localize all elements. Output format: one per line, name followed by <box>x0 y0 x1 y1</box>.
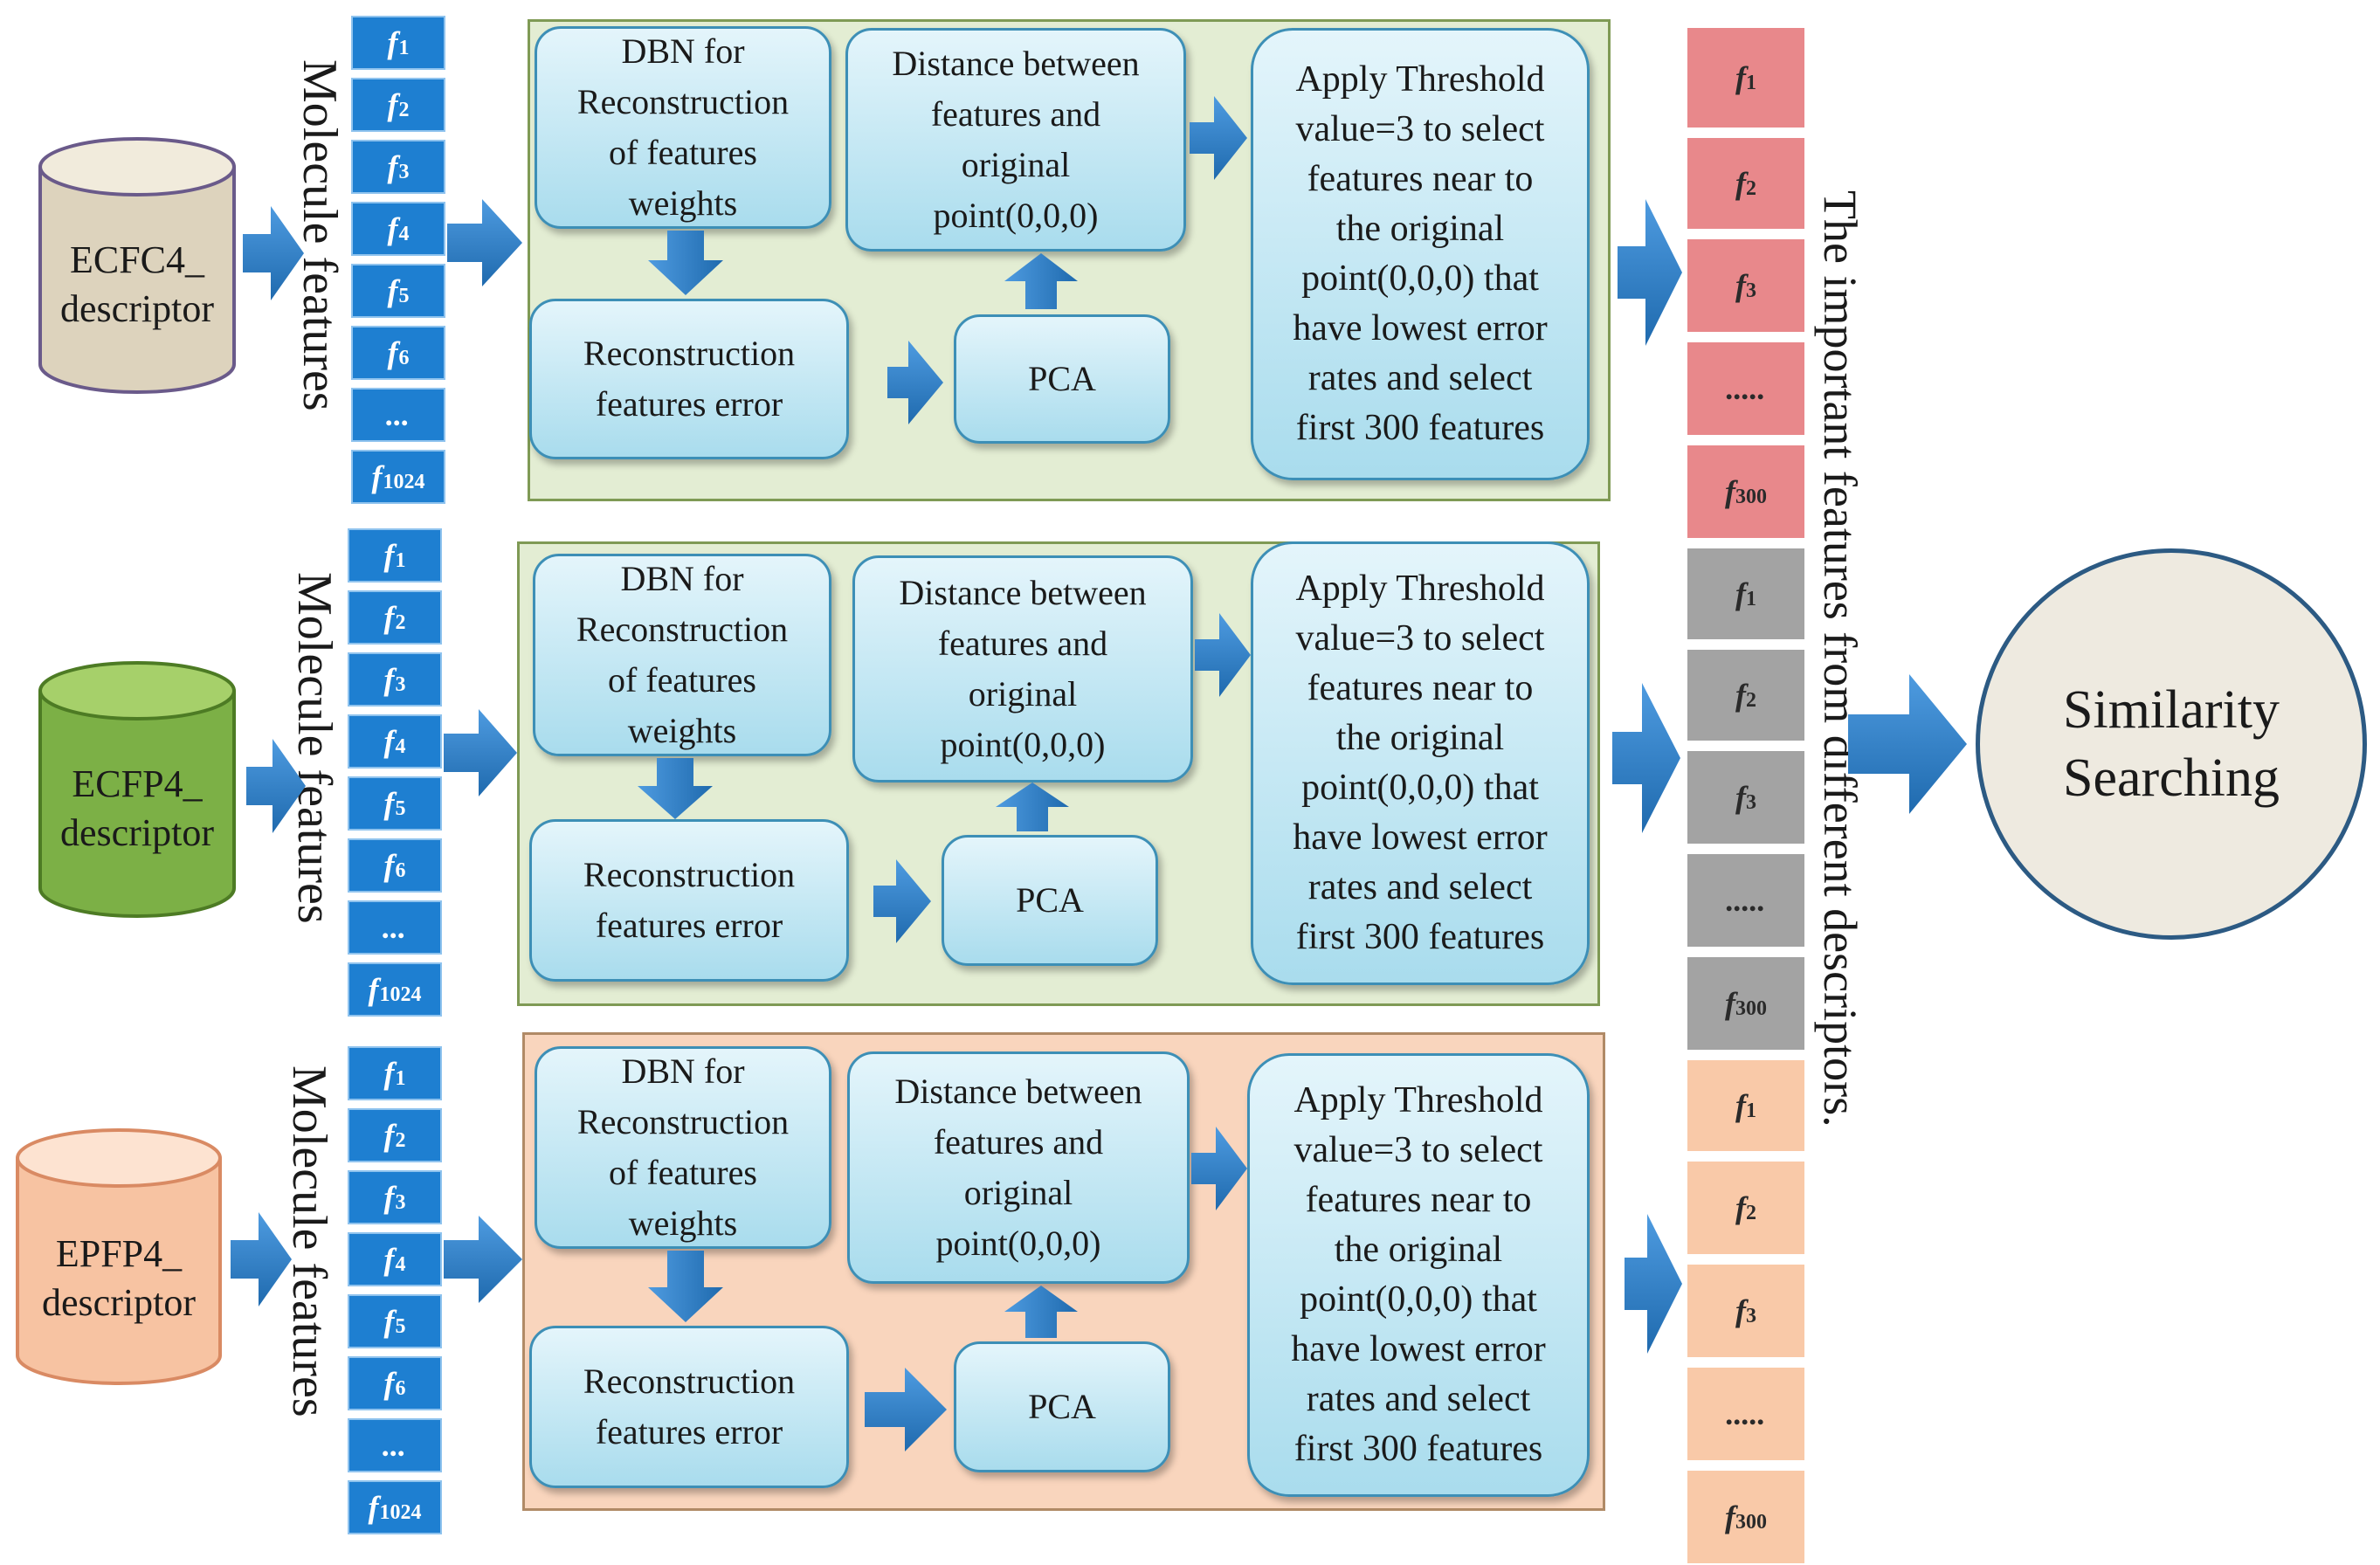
arrow-right-icon <box>246 739 306 833</box>
arrow-up-icon <box>1004 1286 1078 1338</box>
descriptor-label: EPFP4_ descriptor <box>42 1232 196 1324</box>
pca-box: PCA <box>954 314 1170 444</box>
arrow-up-icon <box>996 782 1069 831</box>
descriptor-cylinder-ecfc4: ECFC4_ descriptor <box>37 135 238 397</box>
arrow-right-icon <box>1625 1214 1682 1354</box>
arrow-right-icon <box>243 206 304 300</box>
pca-box: PCA <box>942 835 1158 966</box>
dbn-box: DBN for Reconstruction of features weigh… <box>535 1046 831 1249</box>
arrow-right-icon <box>1195 613 1251 697</box>
arrow-right-icon <box>444 709 517 796</box>
arrow-right-icon <box>444 1216 522 1303</box>
threshold-box: Apply Threshold value=3 to select featur… <box>1251 541 1590 985</box>
arrow-right-icon <box>1190 96 1247 180</box>
distance-box: Distance between features and original p… <box>845 28 1186 252</box>
threshold-box: Apply Threshold value=3 to select featur… <box>1251 28 1590 480</box>
arrow-right-icon <box>1848 674 1967 814</box>
arrow-right-icon <box>1191 1127 1247 1210</box>
arrow-right-icon <box>231 1212 292 1306</box>
arrow-down-icon <box>638 758 713 819</box>
descriptor-label: ECFC4_ descriptor <box>60 238 214 330</box>
arrow-right-icon <box>1618 199 1682 346</box>
output-cell: ..... <box>1686 341 1806 437</box>
arrow-right-icon <box>865 1368 947 1451</box>
descriptor-label: ECFP4_ descriptor <box>60 762 214 854</box>
arrow-right-icon <box>1612 683 1680 833</box>
cylinder-shape <box>38 137 236 394</box>
output-cell: ..... <box>1686 1366 1806 1462</box>
pca-box: PCA <box>954 1341 1170 1472</box>
arrow-right-icon <box>887 341 943 424</box>
arrow-down-icon <box>648 1251 723 1322</box>
descriptor-cylinder-ecfp4: ECFP4_ descriptor <box>37 659 238 921</box>
descriptor-cylinder-epfp4: EPFP4_ descriptor <box>14 1127 224 1389</box>
cylinder-shape <box>38 661 236 918</box>
distance-box: Distance between features and original p… <box>852 555 1193 782</box>
arrow-up-icon <box>1004 253 1078 309</box>
feature-cell: ... <box>348 1418 442 1472</box>
reconstruction-error-box: Reconstruction features error <box>529 819 849 982</box>
threshold-box: Apply Threshold value=3 to select featur… <box>1247 1053 1590 1497</box>
reconstruction-error-box: Reconstruction features error <box>529 299 849 459</box>
reconstruction-error-box: Reconstruction features error <box>529 1326 849 1488</box>
dbn-box: DBN for Reconstruction of features weigh… <box>533 554 831 756</box>
arrow-right-icon <box>447 199 522 286</box>
cylinder-shape <box>16 1128 222 1385</box>
output-cell: ..... <box>1686 852 1806 948</box>
feature-cell: ... <box>351 388 445 442</box>
dbn-box: DBN for Reconstruction of features weigh… <box>535 26 831 229</box>
feature-cell: ... <box>348 900 442 955</box>
arrow-right-icon <box>873 859 931 943</box>
similarity-searching-node: Similarity Searching <box>1976 548 2367 940</box>
arrow-down-icon <box>648 231 723 295</box>
distance-box: Distance between features and original p… <box>847 1051 1190 1284</box>
